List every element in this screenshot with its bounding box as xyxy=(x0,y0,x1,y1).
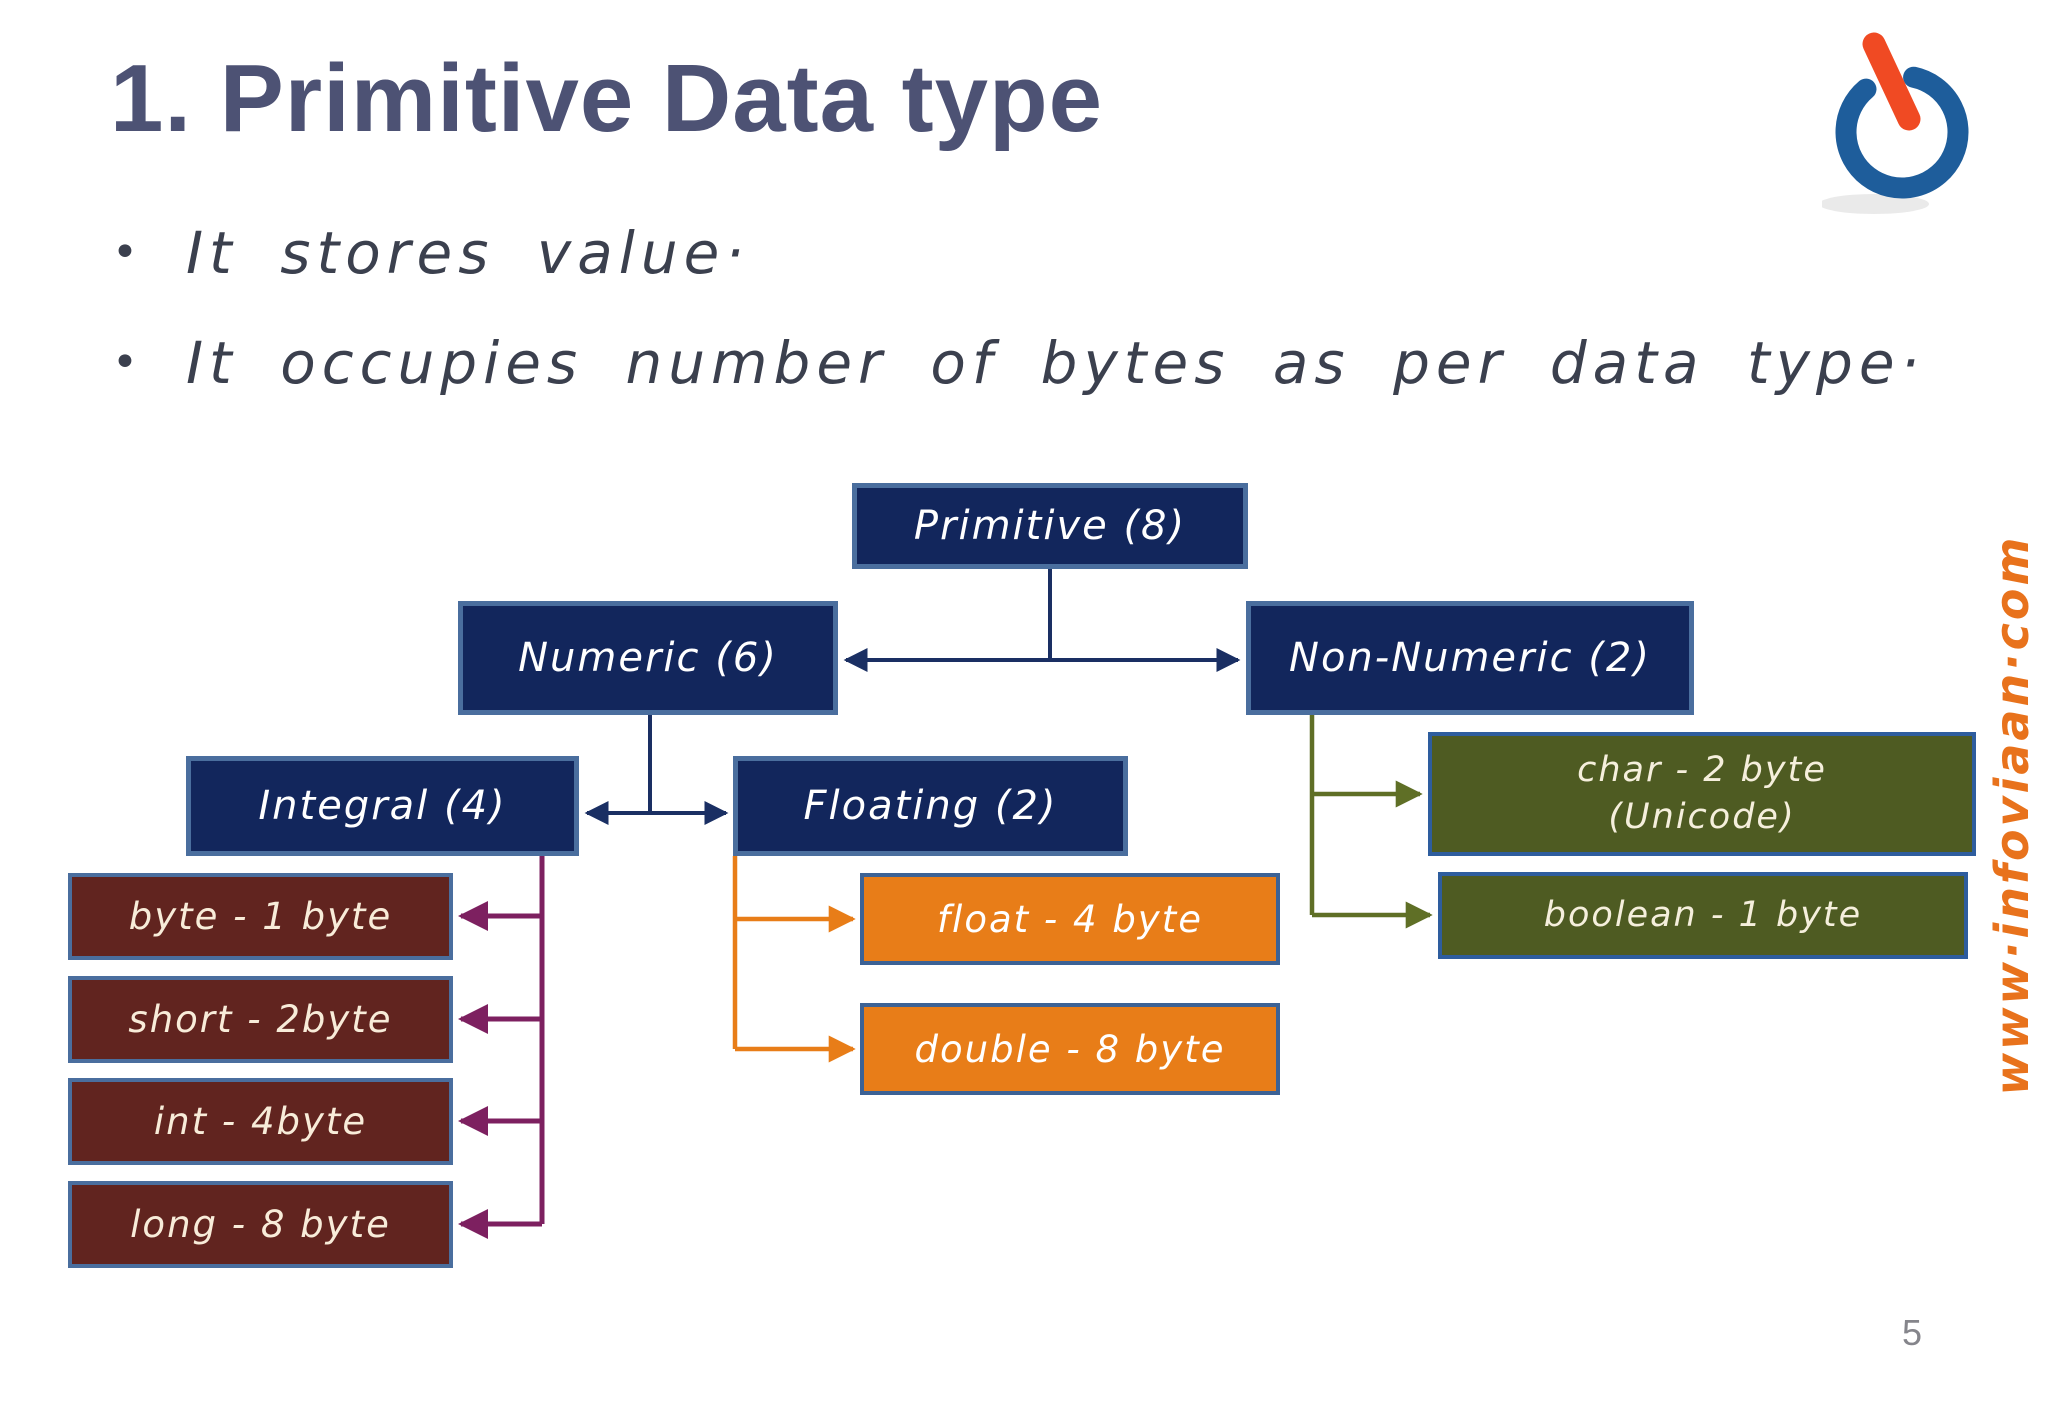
node-boolean: boolean - 1 byte xyxy=(1438,872,1968,959)
node-integral: Integral (4) xyxy=(186,756,579,856)
node-short: short - 2byte xyxy=(68,976,453,1063)
node-byte: byte - 1 byte xyxy=(68,873,453,960)
bullet-dot: • xyxy=(112,227,138,278)
node-long: long - 8 byte xyxy=(68,1181,453,1268)
node-char: char - 2 byte (Unicode) xyxy=(1428,732,1976,856)
page-number: 5 xyxy=(1902,1312,1923,1353)
node-byte-label: byte - 1 byte xyxy=(128,895,393,938)
node-numeric-label: Numeric (6) xyxy=(518,635,778,681)
watermark-url: www·infoviaan·com xyxy=(1985,534,2039,1096)
node-float-label: float - 4 byte xyxy=(937,897,1203,941)
bullet-item-1: • It stores value· xyxy=(112,218,750,288)
node-floating-label: Floating (2) xyxy=(803,783,1058,829)
node-char-label-line2: (Unicode) xyxy=(1608,797,1796,837)
node-short-label: short - 2byte xyxy=(128,998,393,1041)
node-float: float - 4 byte xyxy=(860,873,1280,965)
bullet-item-2: • It occupies number of bytes as per dat… xyxy=(112,328,1925,398)
logo-ring xyxy=(1835,66,1969,199)
power-button-logo xyxy=(1822,32,1969,214)
node-floating: Floating (2) xyxy=(733,756,1128,856)
page-title: 1. Primitive Data type xyxy=(110,45,1104,152)
bullet-dot: • xyxy=(112,337,138,388)
node-primitive: Primitive (8) xyxy=(852,483,1248,569)
node-non-numeric-label: Non-Numeric (2) xyxy=(1289,635,1651,681)
node-integral-label: Integral (4) xyxy=(258,783,507,829)
node-boolean-label: boolean - 1 byte xyxy=(1543,894,1863,935)
node-int: int - 4byte xyxy=(68,1078,453,1165)
bullet-text-2: It occupies number of bytes as per data … xyxy=(185,329,1925,397)
logo-slash xyxy=(1862,32,1921,131)
node-long-label: long - 8 byte xyxy=(130,1203,391,1246)
node-primitive-label: Primitive (8) xyxy=(913,503,1187,549)
node-double: double - 8 byte xyxy=(860,1003,1280,1095)
node-char-label-line1: char - 2 byte xyxy=(1577,749,1827,790)
node-non-numeric: Non-Numeric (2) xyxy=(1246,601,1694,715)
node-double-label: double - 8 byte xyxy=(914,1027,1226,1071)
logo-shadow xyxy=(1822,194,1929,214)
node-int-label: int - 4byte xyxy=(153,1100,368,1143)
node-numeric: Numeric (6) xyxy=(458,601,838,715)
bullet-text-1: It stores value· xyxy=(185,219,750,287)
